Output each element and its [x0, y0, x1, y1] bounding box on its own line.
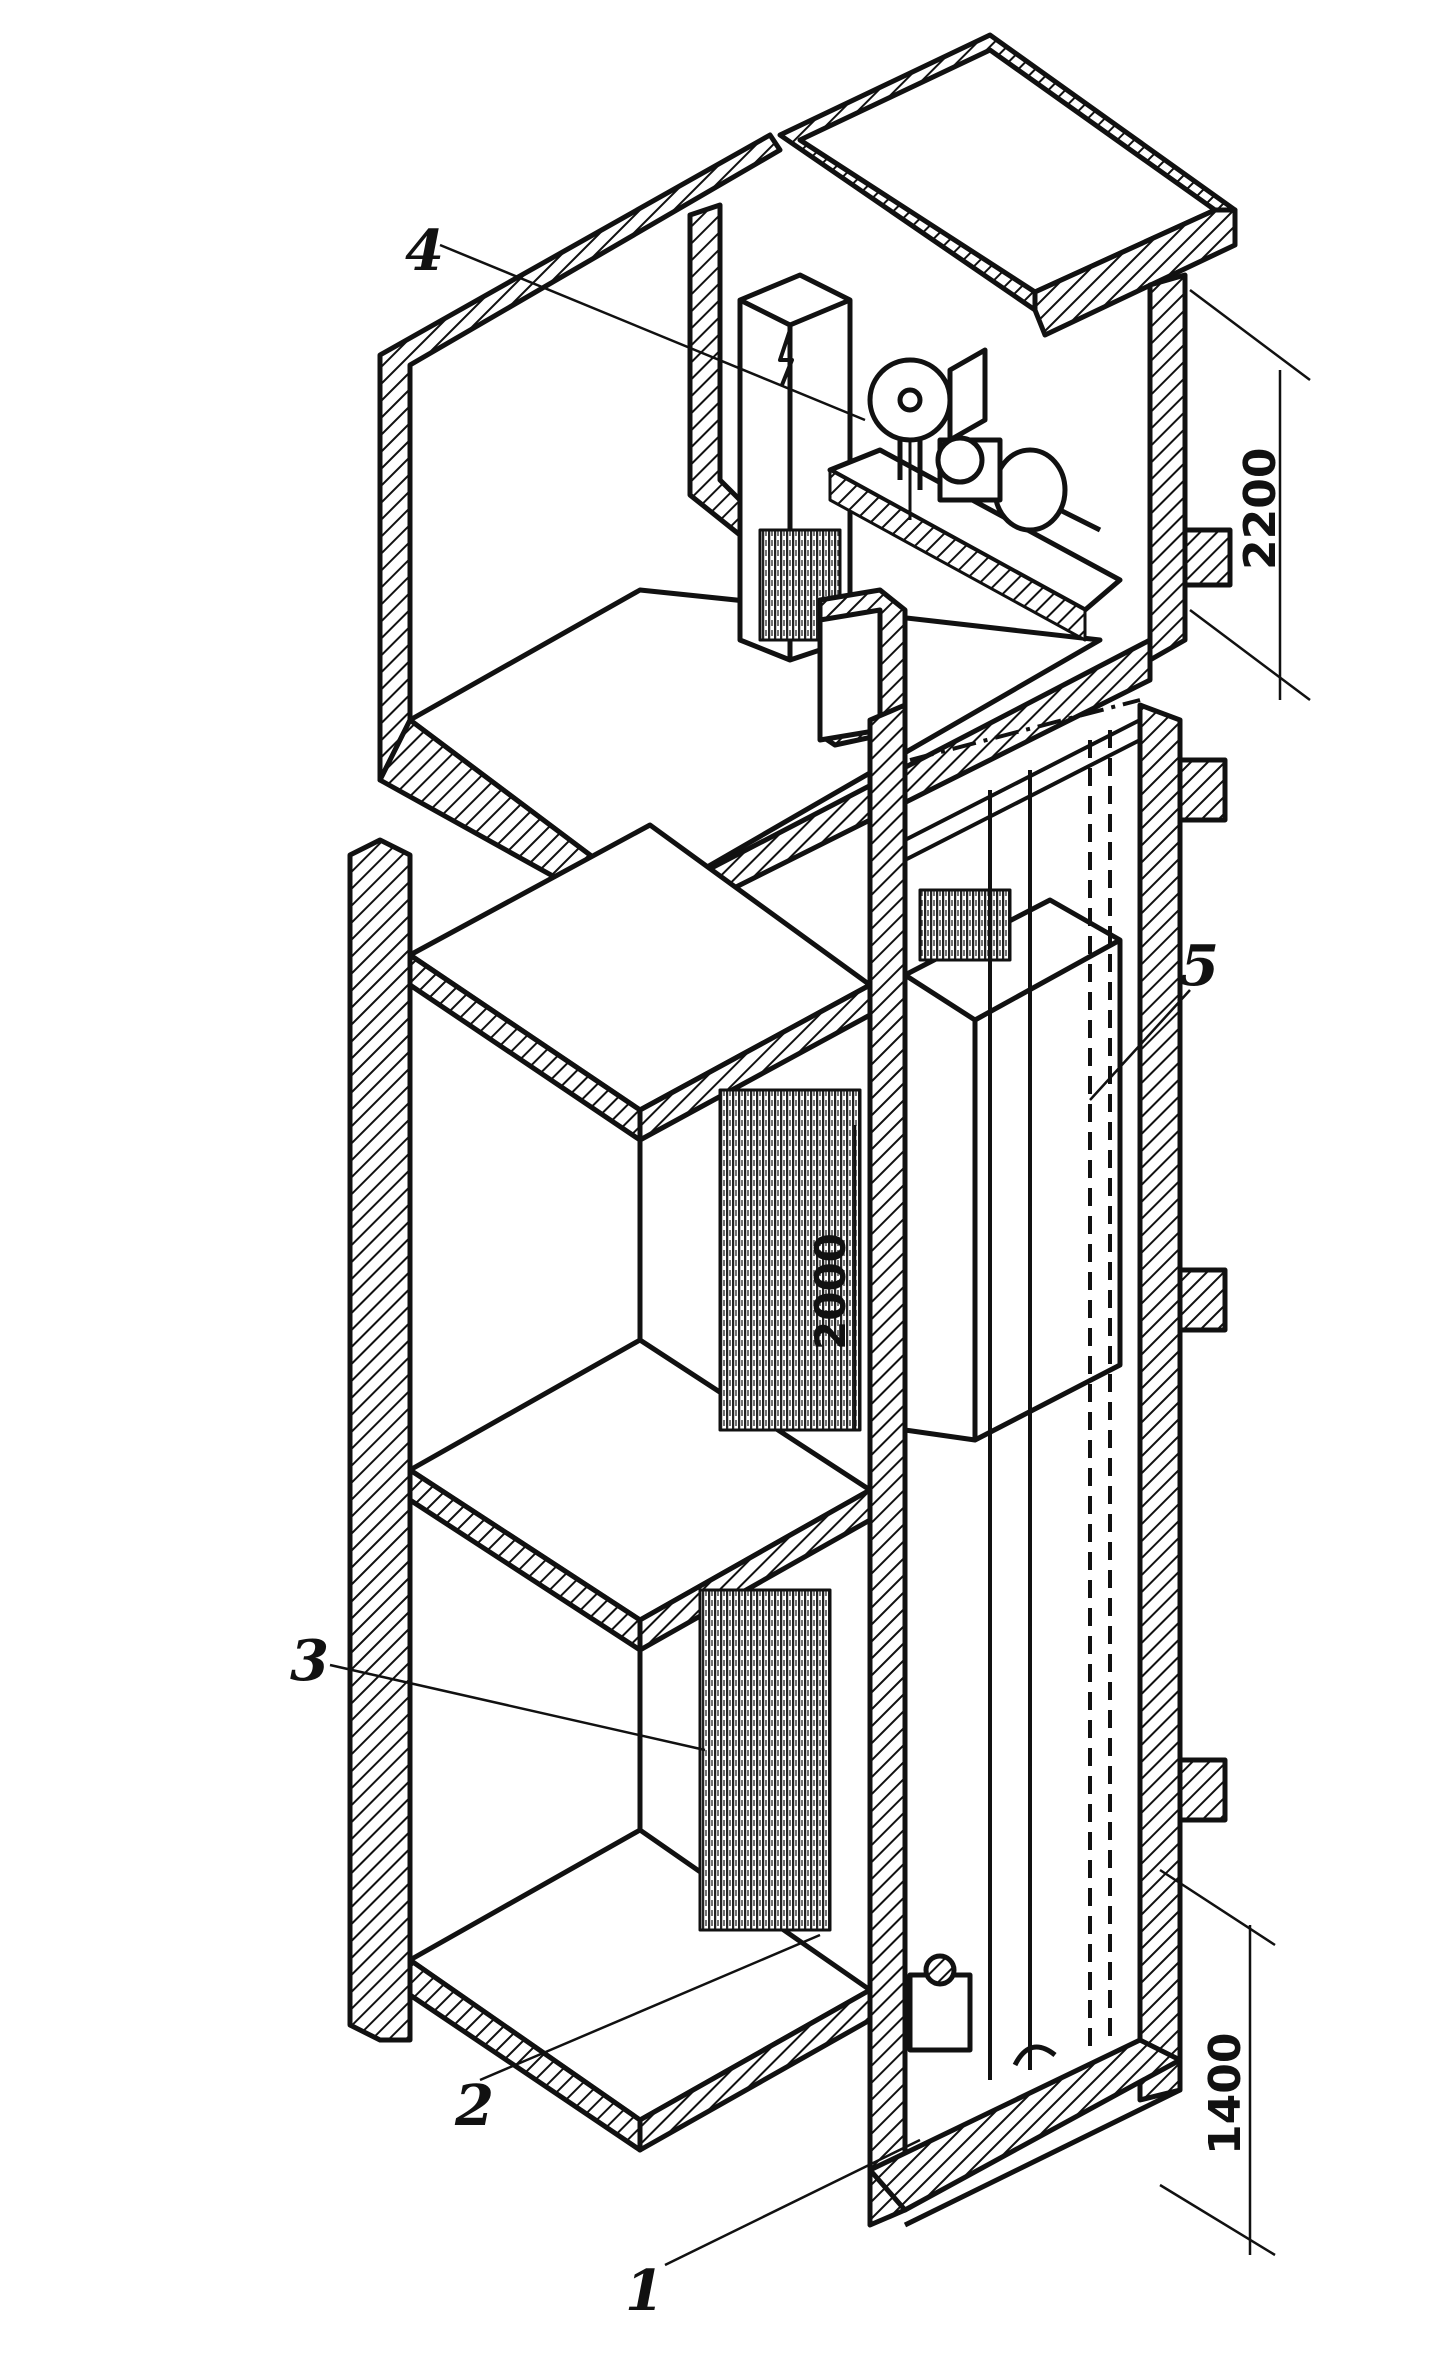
shaft-right-wall — [1137, 702, 1183, 2103]
lightning-bolt-icon — [778, 329, 794, 386]
label-4: 4 — [405, 218, 444, 284]
leader-lines — [329, 243, 1191, 2267]
leader-3 — [329, 1663, 706, 1752]
dim-2200-text: 2200 — [1235, 448, 1286, 570]
machine-room — [377, 32, 1238, 933]
label-3: 3 — [290, 1628, 329, 1694]
shaft-door-lower — [698, 1588, 832, 1932]
pit-floor — [867, 2037, 1183, 2213]
shaft-door-upper — [718, 1088, 862, 1432]
dimension-lines — [853, 289, 1311, 2257]
leader-4 — [439, 243, 866, 422]
shaft-front-wall — [867, 702, 908, 2228]
dim-1400-text: 1400 — [1200, 2033, 1251, 2155]
landing-slab-middle — [407, 1337, 873, 1653]
elevator-shaft — [347, 698, 1228, 2228]
hoist-machine — [827, 347, 1123, 642]
label-1: 1 — [625, 2258, 664, 2324]
leader-2 — [479, 1933, 821, 2082]
dim-2000-text: 2000 — [806, 1233, 855, 1350]
pit-buffer — [907, 1953, 1057, 2067]
guide-rails — [904, 698, 1141, 2080]
shaft-left-wall — [347, 837, 413, 2043]
leader-5 — [1089, 989, 1191, 1101]
elevator-car — [902, 888, 1123, 1443]
motor — [992, 447, 1068, 533]
label-5: 5 — [1180, 933, 1219, 999]
label-2: 2 — [454, 2073, 494, 2139]
leader-1 — [664, 2138, 921, 2267]
landing-slab-upper — [407, 822, 873, 1143]
traction-sheave — [867, 357, 953, 443]
landing-slab-bottom — [407, 1827, 873, 2153]
